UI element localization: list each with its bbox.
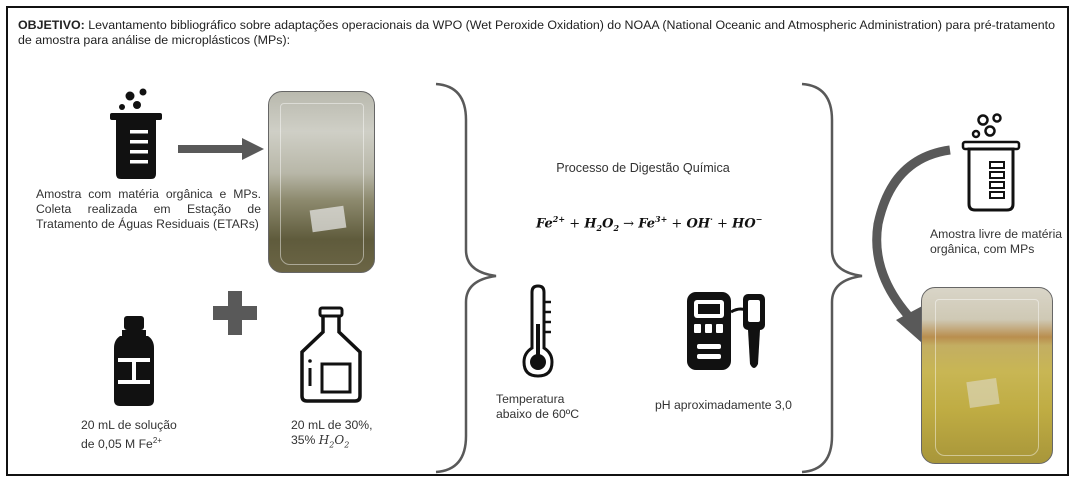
temperature-line2: abaixo de 60ºC <box>496 407 580 421</box>
result-caption-line1: Amostra livre de matéria <box>930 227 1063 241</box>
peroxide-caption-line1: 20 mL de 30%, <box>291 418 373 432</box>
left-brace <box>435 82 497 474</box>
process-title: Processo de Digestão Química <box>556 161 730 175</box>
objective-body: Levantamento bibliográfico sobre adaptaç… <box>18 18 1055 47</box>
reagent-flask-icon <box>300 306 362 403</box>
plus-icon <box>213 291 257 335</box>
ph-caption: pH aproximadamente 3,0 <box>655 398 792 412</box>
temperature-line1: Temperatura <box>496 392 565 406</box>
peroxide-caption-line2: 35% <box>291 433 319 447</box>
iron-charge: 2+ <box>152 436 162 445</box>
beaker-bubbles-icon <box>110 88 162 179</box>
result-caption-line2: orgânica, com MPs <box>930 242 1035 256</box>
peroxide-formula: H2O2 <box>318 433 350 450</box>
right-brace <box>801 82 863 474</box>
sample-photo <box>268 91 375 273</box>
result-photo <box>921 287 1053 464</box>
right-arrow-icon <box>178 138 264 160</box>
bottle-icon <box>114 316 154 406</box>
thermometer-icon <box>522 284 554 378</box>
result-caption: Amostra livre de matéria orgânica, com M… <box>930 227 1062 257</box>
ph-meter-icon <box>687 292 765 370</box>
sample-caption: Amostra com matéria orgânica e MPs. Cole… <box>36 187 261 231</box>
objective-label: OBJETIVO: <box>18 18 85 32</box>
objective-text: OBJETIVO: Levantamento bibliográfico sob… <box>18 18 1063 48</box>
temperature-caption: Temperatura abaixo de 60ºC <box>496 392 579 422</box>
reaction-equation: Fe2+ + H2O2 → Fe3+ + OH· + HO− <box>536 214 763 233</box>
iron-caption-line1: 20 mL de solução <box>81 418 177 432</box>
figure-frame: OBJETIVO: Levantamento bibliográfico sob… <box>6 6 1069 476</box>
iron-solution-caption: 20 mL de solução de 0,05 M Fe2+ <box>81 418 177 452</box>
beaker-outline-icon <box>961 113 1021 212</box>
peroxide-caption: 20 mL de 30%, 35% H2O2 <box>291 418 373 452</box>
iron-caption-line2: de 0,05 M Fe <box>81 437 153 452</box>
